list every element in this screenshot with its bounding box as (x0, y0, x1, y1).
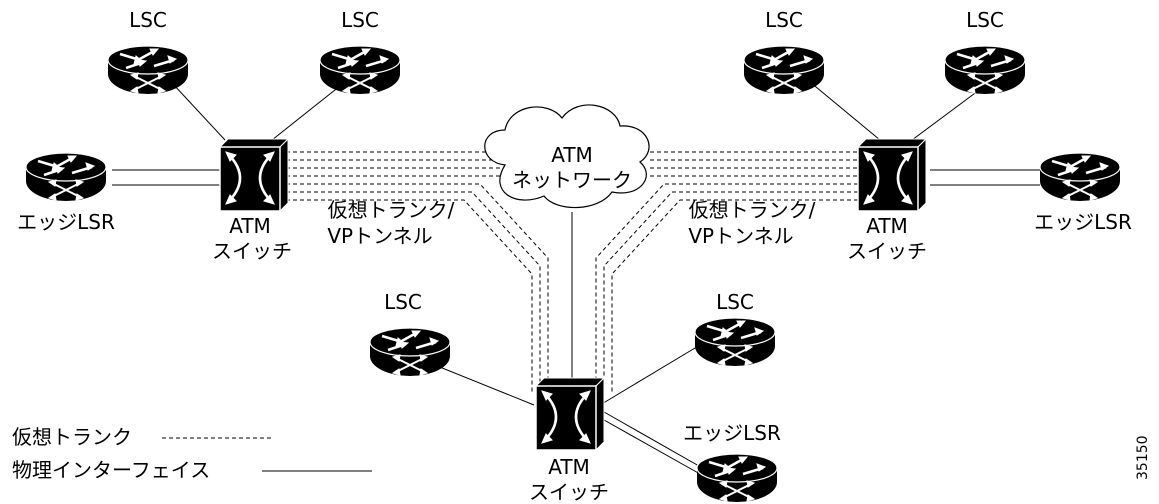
virtual-trunks (286, 151, 858, 392)
lsc-router-top-left-2: LSC (318, 8, 402, 96)
atm-switch-label-line1: ATM (866, 214, 908, 238)
edge-lsr-label: エッジLSR (17, 210, 115, 234)
atm-network-label-line1: ATM (551, 143, 593, 167)
trunk-label-line2: VPトンネル (327, 224, 432, 248)
lsc-label: LSC (966, 8, 1004, 32)
atm-switch-bottom: ATM スイッチ (529, 376, 609, 504)
trunk-label-line2: VPトンネル (688, 224, 793, 248)
lsc-router-top-right-2: LSC (943, 8, 1027, 96)
figure-id: 35150 (1135, 435, 1151, 480)
lsc-router-bottom-right: LSC (693, 290, 777, 368)
edge-lsr-router-left: エッジLSR (17, 151, 115, 234)
lsc-router-top-left-1: LSC (106, 8, 190, 96)
atm-switch-label-line2: スイッチ (847, 239, 927, 263)
lsc-label: LSC (716, 290, 754, 314)
lsc-label: LSC (341, 8, 379, 32)
atm-switch-label-line1: ATM (229, 214, 271, 238)
lsc-label: LSC (384, 290, 422, 314)
trunk-label-line1: 仮想トランク/ (328, 198, 455, 222)
trunk-label-right: 仮想トランク/ VPトンネル (688, 198, 815, 248)
lsc-label: LSC (129, 8, 167, 32)
edge-lsr-label: エッジLSR (683, 421, 781, 445)
lsc-label: LSC (765, 8, 803, 32)
legend-physical-interface-label: 物理インターフェイス (12, 458, 210, 482)
edge-lsr-label: エッジLSR (1034, 210, 1132, 234)
atm-switch-label-line1: ATM (548, 455, 590, 479)
edge-lsr-router-bottom: エッジLSR (683, 421, 781, 504)
atm-switch-right: ATM スイッチ (847, 137, 928, 263)
legend: 仮想トランク 物理インターフェイス (12, 425, 372, 482)
trunk-label-line1: 仮想トランク/ (689, 198, 816, 222)
atm-switch-left: ATM スイッチ (212, 137, 292, 263)
atm-switch-label-line2: スイッチ (529, 480, 609, 504)
atm-network-label-line2: ネットワーク (512, 168, 632, 192)
atm-switch-label-line2: スイッチ (212, 239, 292, 263)
atm-network-cloud: ATM ネットワーク (484, 104, 650, 209)
trunk-label-left: 仮想トランク/ VPトンネル (327, 198, 454, 248)
lsc-router-top-right-1: LSC (742, 8, 826, 96)
lsc-router-bottom-left: LSC (368, 290, 452, 378)
legend-virtual-trunk-label: 仮想トランク (12, 425, 132, 449)
edge-lsr-router-right: エッジLSR (1034, 151, 1132, 234)
